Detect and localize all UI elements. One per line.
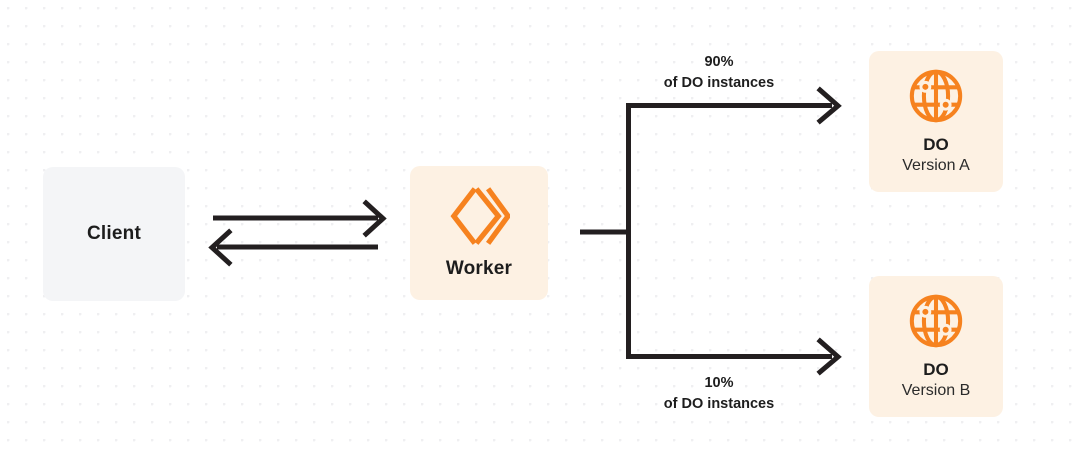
edge-label-split-top-caption: of DO instances [663,75,775,92]
edge-split-to-do-b-arrowhead [816,337,842,376]
cloudflare-workers-icon [448,186,512,245]
durable-object-globe-icon [907,292,965,350]
node-client-label: Client [87,222,141,244]
node-worker-label: Worker [445,257,513,279]
node-worker[interactable]: Worker [410,166,548,300]
node-do-version-b[interactable]: DO Version B [869,276,1003,417]
edge-worker-to-client-arrowhead [208,228,233,267]
edge-label-split-bottom: 10% of DO instances [619,373,819,415]
node-client[interactable]: Client [43,167,185,301]
node-do-b-version: Version B [901,382,971,400]
edge-split-to-do-a-arrowhead [816,86,842,125]
edge-label-split-bottom-percent: 10% [704,375,734,391]
node-do-a-label: DO [923,134,949,154]
edge-label-split-top-percent: 90% [704,54,734,70]
node-do-b-label: DO [923,359,949,379]
node-do-version-a[interactable]: DO Version A [869,51,1003,192]
durable-object-globe-icon [907,67,965,125]
edge-label-split-bottom-caption: of DO instances [663,396,775,413]
edge-label-split-top: 90% of DO instances [619,52,819,94]
node-do-a-version: Version A [902,157,970,175]
edge-client-to-worker-arrowhead [362,199,387,238]
